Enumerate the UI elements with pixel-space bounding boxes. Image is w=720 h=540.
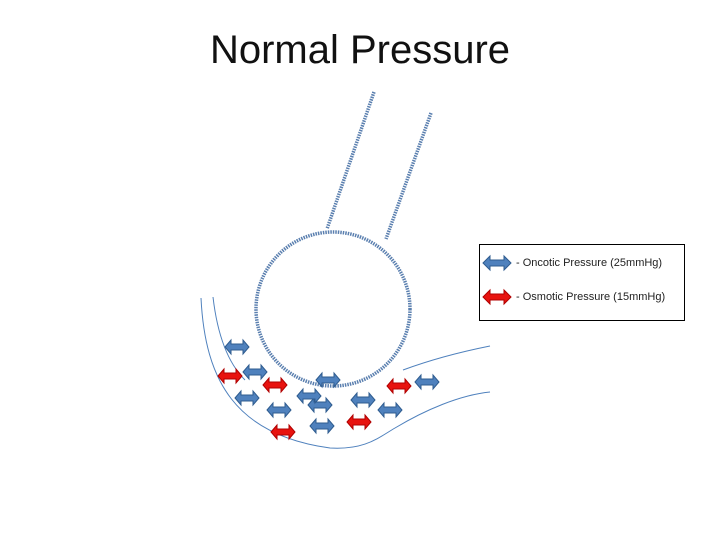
legend: - Oncotic Pressure (25mmHg) - Osmotic Pr… [479,244,685,321]
legend-item-osmotic: - Osmotic Pressure (15mmHg) [482,288,665,306]
oncotic-pressure-arrow-icon [224,338,250,356]
oncotic-arrow-icon [482,254,512,272]
oncotic-pressure-arrow-icon [242,363,268,381]
oncotic-pressure-arrow-icon [307,396,333,414]
legend-label-oncotic: - Oncotic Pressure (25mmHg) [516,257,663,269]
legend-item-oncotic: - Oncotic Pressure (25mmHg) [482,254,662,272]
osmotic-pressure-arrow-icon [270,423,296,441]
osmotic-arrow-icon [482,288,512,306]
oncotic-pressure-arrow-icon [309,417,335,435]
osmotic-pressure-arrow-icon [346,413,372,431]
pressure-arrows [217,338,440,441]
oncotic-pressure-arrow-icon [234,389,260,407]
osmotic-pressure-arrow-icon [262,376,288,394]
oncotic-pressure-arrow-icon [296,387,322,405]
oncotic-pressure-arrow-icon [377,401,403,419]
legend-label-osmotic: - Osmotic Pressure (15mmHg) [516,291,666,303]
capillary-tube-left-wall [325,91,376,230]
oncotic-pressure-arrow-icon [414,373,440,391]
osmotic-pressure-arrow-icon [217,367,243,385]
slide-title: Normal Pressure [209,28,511,72]
capillary-tube-right-wall [384,112,433,240]
oncotic-pressure-arrow-icon [315,371,341,389]
oncotic-pressure-arrow-icon [350,391,376,409]
tissue-boundary-upper [402,345,491,371]
tissue-boundary-inner [212,296,246,381]
tissue-boundary-outer [200,297,491,449]
oncotic-pressure-arrow-icon [266,401,292,419]
capillary-bulb [254,230,412,388]
osmotic-pressure-arrow-icon [386,377,412,395]
